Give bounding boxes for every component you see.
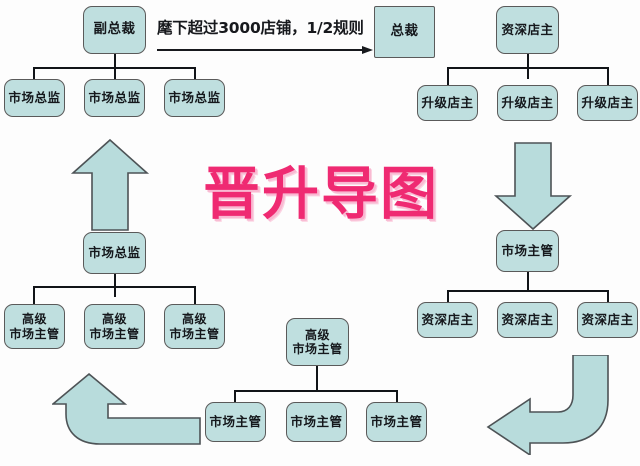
connector-sso1-up (447, 290, 449, 302)
connector-vp-down (114, 53, 116, 79)
connector-md3-up (194, 67, 196, 80)
annotation-right-arrow-icon (157, 46, 373, 54)
flow-arrow-down-right (493, 142, 573, 231)
node-label: 市场总监 (88, 245, 141, 260)
node-label: 资深店主 (581, 312, 634, 327)
connector-sms-left3-up (194, 286, 196, 304)
node-upgrade-owner-2[interactable]: 升级店主 (497, 85, 558, 121)
node-label-line2: 市场主管 (292, 342, 343, 356)
chart-title: 晋升导图 (203, 161, 439, 227)
connector-sms-center-down (316, 366, 318, 391)
connector-sms-left1-up (33, 286, 35, 304)
node-label-line2: 市场主管 (89, 326, 140, 341)
node-label: 副总裁 (93, 21, 136, 38)
connector-md1-up (33, 67, 35, 80)
connector-upgrade3-up (607, 67, 609, 85)
node-label: 资深店主 (421, 312, 474, 327)
node-label: 资深店主 (501, 22, 554, 37)
node-label: 资深店主 (501, 312, 554, 327)
node-senior-shop-owner-2[interactable]: 资深店主 (497, 302, 558, 338)
connector-ms3-up (396, 390, 398, 402)
node-label-line1: 高级 (304, 327, 330, 342)
connector-md-mid-bus (33, 286, 195, 288)
node-label: 升级店主 (421, 95, 474, 110)
connector-sms-center-bus (234, 390, 397, 392)
node-label: 市场总监 (88, 90, 141, 105)
node-market-supervisor-3[interactable]: 市场主管 (366, 402, 427, 442)
node-label: 升级店主 (501, 95, 554, 110)
node-label: 市场总监 (168, 90, 221, 105)
node-senior-market-supervisor-left-3[interactable]: 高级 市场主管 (164, 304, 225, 349)
annotation-text: 麾下超过3000店铺，1/2规则 (157, 19, 364, 37)
node-senior-market-supervisor-left-1[interactable]: 高级 市场主管 (4, 304, 65, 349)
node-label-line2: 市场主管 (9, 326, 60, 341)
node-senior-shop-owner-1[interactable]: 资深店主 (417, 302, 478, 338)
connector-vp-bus (33, 67, 195, 69)
node-label-line1: 高级 (101, 312, 127, 327)
node-label-line1: 高级 (181, 312, 207, 327)
flow-arrow-curved-bottom-left (52, 372, 201, 445)
node-president[interactable]: 总裁 (374, 6, 435, 58)
node-market-supervisor-2[interactable]: 市场主管 (286, 402, 347, 442)
node-label: 总裁 (390, 23, 419, 40)
node-senior-shop-owner-3[interactable]: 资深店主 (577, 302, 638, 338)
node-upgrade-owner-1[interactable]: 升级店主 (417, 85, 478, 121)
node-market-director-3[interactable]: 市场总监 (164, 79, 225, 117)
connector-senior-owner-down (527, 53, 529, 79)
connector-md-mid-down (114, 272, 116, 297)
node-label: 市场主管 (370, 414, 423, 429)
connector-senior-owner-bus (447, 67, 608, 69)
node-market-director-1[interactable]: 市场总监 (4, 79, 65, 117)
node-market-director-2[interactable]: 市场总监 (84, 79, 145, 117)
node-senior-market-supervisor-center[interactable]: 高级 市场主管 (286, 318, 349, 366)
flow-arrow-up-left (70, 138, 150, 231)
node-label-line1: 高级 (21, 312, 47, 327)
node-market-supervisor-right[interactable]: 市场主管 (496, 230, 559, 272)
node-label: 市场总监 (8, 90, 61, 105)
node-label: 升级店主 (581, 95, 634, 110)
connector-ms1-up (234, 390, 236, 402)
node-market-supervisor-1[interactable]: 市场主管 (205, 402, 266, 442)
node-market-director-mid[interactable]: 市场总监 (83, 232, 146, 274)
node-label: 市场主管 (209, 414, 262, 429)
connector-ms-right-down (527, 270, 529, 292)
node-upgrade-owner-3[interactable]: 升级店主 (577, 85, 638, 121)
node-vice-president[interactable]: 副总裁 (83, 6, 146, 54)
node-label-line2: 市场主管 (169, 326, 220, 341)
connector-ms-right-bus (447, 290, 608, 292)
connector-upgrade1-up (447, 67, 449, 85)
flow-arrow-curved-bottom-right (486, 355, 609, 455)
node-senior-shop-owner-top[interactable]: 资深店主 (496, 6, 559, 54)
connector-sso3-up (607, 290, 609, 302)
node-label: 市场主管 (501, 243, 554, 258)
node-senior-market-supervisor-left-2[interactable]: 高级 市场主管 (84, 304, 145, 349)
node-label: 市场主管 (290, 414, 343, 429)
